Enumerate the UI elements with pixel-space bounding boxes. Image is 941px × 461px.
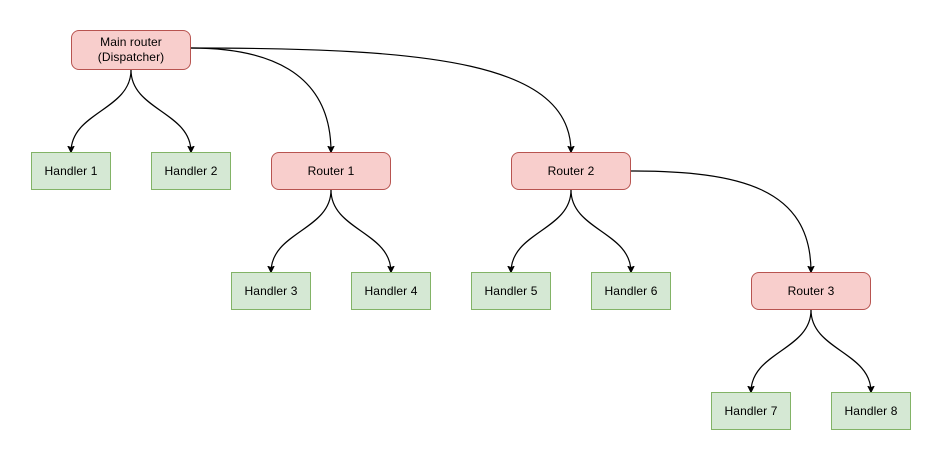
node-label-router-3: Router 3 xyxy=(787,283,835,298)
node-router-2[interactable]: Router 2 xyxy=(511,152,631,190)
node-router-3[interactable]: Router 3 xyxy=(751,272,871,310)
edges-group xyxy=(71,47,871,392)
edge-main-router-to-handler-1 xyxy=(71,69,132,152)
edge-router-2-to-handler-6 xyxy=(570,189,631,272)
node-label-router-2: Router 2 xyxy=(547,163,595,178)
edge-router-2-to-router-3 xyxy=(630,170,811,272)
node-handler-7[interactable]: Handler 7 xyxy=(711,392,791,430)
edge-main-router-to-router-1 xyxy=(190,47,331,152)
node-handler-8[interactable]: Handler 8 xyxy=(831,392,911,430)
edge-router-1-to-handler-3 xyxy=(271,189,332,272)
edge-main-router-to-handler-2 xyxy=(130,69,191,152)
node-label-handler-3: Handler 3 xyxy=(244,283,298,298)
edge-router-2-to-handler-5 xyxy=(511,189,572,272)
node-label-handler-4: Handler 4 xyxy=(364,283,418,298)
node-handler-1[interactable]: Handler 1 xyxy=(31,152,111,190)
edge-main-router-to-router-2 xyxy=(190,47,571,152)
edge-router-3-to-handler-7 xyxy=(751,309,812,392)
node-label-main-router: Main router (Dispatcher) xyxy=(97,35,165,64)
edge-router-3-to-handler-8 xyxy=(810,309,871,392)
node-handler-3[interactable]: Handler 3 xyxy=(231,272,311,310)
node-handler-4[interactable]: Handler 4 xyxy=(351,272,431,310)
edge-router-1-to-handler-4 xyxy=(330,189,391,272)
node-label-router-1: Router 1 xyxy=(307,163,355,178)
node-handler-5[interactable]: Handler 5 xyxy=(471,272,551,310)
node-label-handler-6: Handler 6 xyxy=(604,283,658,298)
node-router-1[interactable]: Router 1 xyxy=(271,152,391,190)
node-handler-2[interactable]: Handler 2 xyxy=(151,152,231,190)
node-label-handler-2: Handler 2 xyxy=(164,163,218,178)
node-handler-6[interactable]: Handler 6 xyxy=(591,272,671,310)
node-label-handler-1: Handler 1 xyxy=(44,163,98,178)
node-label-handler-7: Handler 7 xyxy=(724,403,778,418)
node-label-handler-8: Handler 8 xyxy=(844,403,898,418)
node-label-handler-5: Handler 5 xyxy=(484,283,538,298)
node-main-router[interactable]: Main router (Dispatcher) xyxy=(71,30,191,70)
